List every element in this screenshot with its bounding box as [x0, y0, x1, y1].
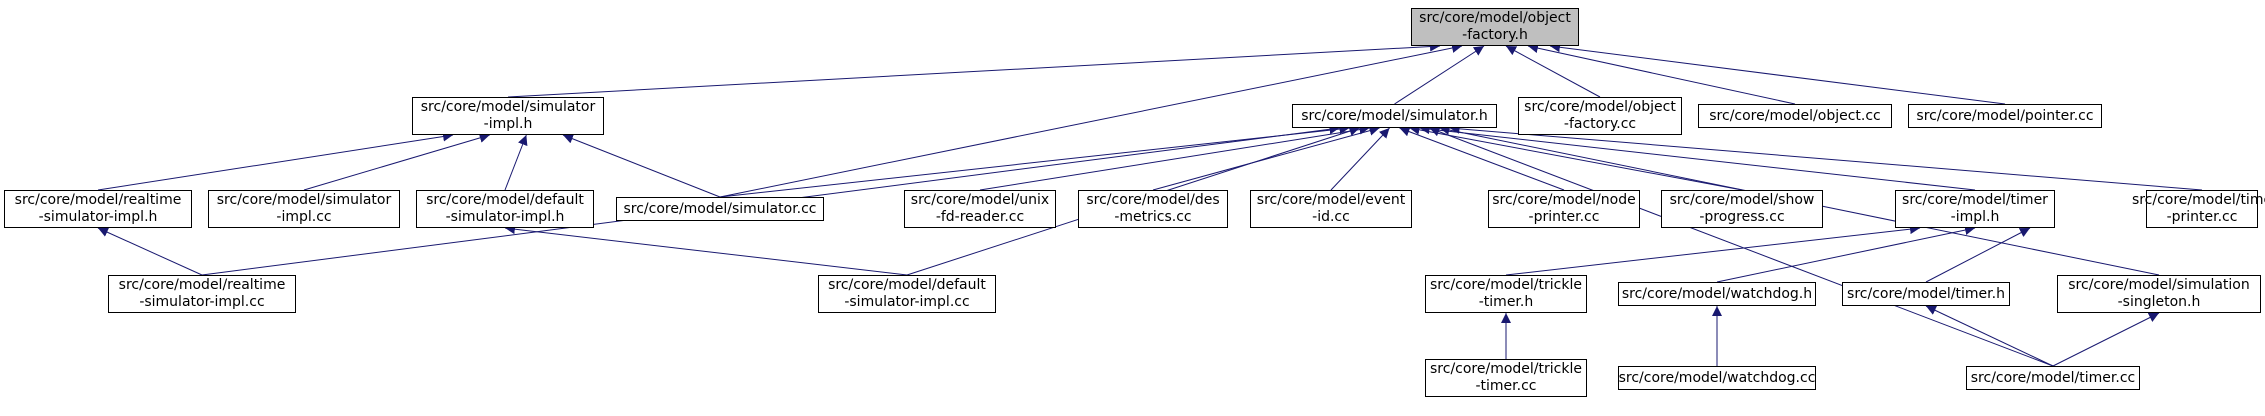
edge-unix_fd_reader_cc-to-simulator_h — [979, 124, 1370, 191]
edge-simulator_cc-to-simulator_impl_h — [562, 134, 721, 198]
edge-pointer_cc-to-object_factory_h — [1549, 42, 2006, 105]
node-simulator-impl-h[interactable]: src/core/model/simulator -impl.h — [412, 97, 604, 135]
node-object-cc[interactable]: src/core/model/object.cc — [1698, 104, 1892, 128]
edge-timer_cc-to-timer_h — [1925, 305, 2054, 367]
edge-simulator_cc-to-object_factory_h — [719, 43, 1463, 198]
node-des-metrics-cc[interactable]: src/core/model/des -metrics.cc — [1078, 190, 1228, 228]
edge-simulator_impl_h-to-object_factory_h — [507, 41, 1441, 98]
node-trickle-timer-cc[interactable]: src/core/model/trickle -timer.cc — [1425, 359, 1587, 397]
node-pointer-cc[interactable]: src/core/model/pointer.cc — [1908, 104, 2102, 128]
edge-timer_cc-to-simulation_singleton_h — [2052, 312, 2160, 367]
node-timer-cc[interactable]: src/core/model/timer.cc — [1966, 366, 2140, 390]
node-timer-h[interactable]: src/core/model/timer.h — [1842, 282, 2010, 306]
edge-node_printer_cc-to-simulator_h — [1399, 126, 1565, 191]
node-timer-impl-h[interactable]: src/core/model/timer -impl.h — [1895, 190, 2055, 228]
node-simulator-impl-cc[interactable]: src/core/model/simulator -impl.cc — [208, 190, 400, 228]
edge-timer_cc-to-simulator_h — [1429, 126, 2054, 367]
edge-show_progress_cc-to-simulator_h — [1409, 124, 1743, 191]
edge-timer_h-to-timer_impl_h — [1925, 227, 2031, 283]
node-realtime-simulator-impl-h[interactable]: src/core/model/realtime -simulator-impl.… — [4, 190, 192, 228]
node-default-simulator-impl-cc[interactable]: src/core/model/default -simulator-impl.c… — [818, 275, 996, 313]
edge-default_sim_impl_cc-to-default_sim_impl_h — [504, 224, 908, 276]
edge-object_factory_cc-to-object_factory_h — [1505, 45, 1601, 98]
node-simulator-h[interactable]: src/core/model/simulator.h — [1292, 104, 1497, 128]
edge-watchdog_h-to-timer_impl_h — [1716, 225, 1976, 283]
edge-realtime_sim_impl_h-to-simulator_impl_h — [97, 131, 454, 191]
node-object-factory-cc[interactable]: src/core/model/object -factory.cc — [1518, 97, 1682, 135]
edge-simulator_cc-to-simulator_h — [719, 124, 1350, 198]
edge-simulator_impl_cc-to-simulator_impl_h — [303, 133, 490, 191]
node-simulation-singleton-h[interactable]: src/core/model/simulation -singleton.h — [2057, 275, 2261, 313]
node-trickle-timer-h[interactable]: src/core/model/trickle -timer.h — [1425, 275, 1587, 313]
node-watchdog-h[interactable]: src/core/model/watchdog.h — [1618, 282, 1816, 306]
edge-object_cc-to-object_factory_h — [1527, 43, 1796, 105]
edge-des_metrics_cc-to-simulator_h — [1152, 125, 1380, 191]
node-unix-fd-reader-cc[interactable]: src/core/model/unix -fd-reader.cc — [904, 190, 1056, 228]
node-time-printer-cc[interactable]: src/core/model/time -printer.cc — [2132, 190, 2265, 228]
node-object-factory-h: src/core/model/object -factory.h — [1411, 8, 1579, 46]
edge-time_printer_cc-to-simulator_h — [1449, 123, 2203, 191]
edge-simulator_h-to-object_factory_h — [1394, 45, 1485, 105]
node-show-progress-cc[interactable]: src/core/model/show -progress.cc — [1661, 190, 1823, 228]
node-simulator-cc[interactable]: src/core/model/simulator.cc — [616, 197, 824, 221]
node-watchdog-cc[interactable]: src/core/model/watchdog.cc — [1618, 366, 1816, 390]
node-realtime-simulator-impl-cc[interactable]: src/core/model/realtime -simulator-impl.… — [108, 275, 296, 313]
edge-default_sim_impl_h-to-simulator_impl_h — [504, 134, 528, 191]
node-default-simulator-impl-h[interactable]: src/core/model/default -simulator-impl.h — [416, 190, 594, 228]
edge-realtime_sim_impl_cc-to-realtime_sim_impl_h — [97, 227, 203, 276]
node-event-id-cc[interactable]: src/core/model/event -id.cc — [1250, 190, 1412, 228]
edge-event_id_cc-to-simulator_h — [1330, 127, 1390, 191]
edge-trickle_timer_h-to-timer_impl_h — [1505, 224, 1921, 276]
node-node-printer-cc[interactable]: src/core/model/node -printer.cc — [1488, 190, 1640, 228]
edge-timer_impl_h-to-simulator_h — [1419, 124, 1976, 191]
